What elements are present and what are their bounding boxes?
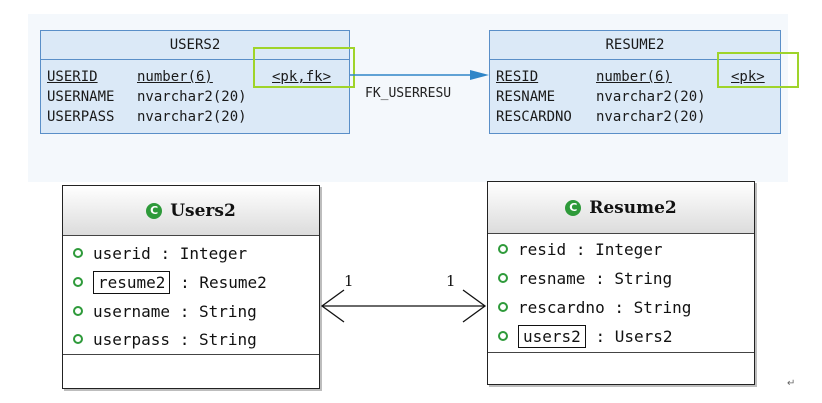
class-c-icon: C: [146, 202, 163, 219]
field-bullet-icon: [498, 301, 508, 312]
er-column-name: RESID: [496, 69, 539, 85]
uml-attribute[interactable]: username : String: [73, 300, 257, 324]
key-highlight-box: [717, 52, 799, 88]
attribute-name: userid: [93, 244, 151, 263]
er-column-type: number(6): [137, 69, 213, 85]
paragraph-mark-icon: ↵: [787, 378, 796, 389]
er-column-key: <pk>: [731, 69, 765, 85]
attribute-type: String: [198, 302, 257, 321]
attribute-separator: :: [595, 269, 605, 288]
attribute-separator: :: [179, 330, 190, 349]
attribute-separator: :: [595, 327, 606, 346]
er-table-title: USERS2: [41, 31, 349, 60]
uml-attribute[interactable]: userid : Integer: [73, 242, 247, 266]
attribute-name: resid: [518, 240, 567, 259]
er-column-name: USERID: [47, 69, 98, 85]
uml-class-users2[interactable]: C Users2 userid : Integer resume2 : Resu…: [62, 185, 320, 389]
attribute-type: Resume2: [199, 273, 267, 292]
attribute-name-boxed: users2: [518, 325, 586, 348]
uml-attribute[interactable]: rescardno : String: [498, 296, 691, 320]
right-multiplicity: 1: [446, 272, 456, 290]
uml-class-resume2[interactable]: C Resume2 resid : Integer resname : Stri…: [487, 181, 755, 385]
er-column-type: nvarchar2(20): [596, 89, 706, 105]
er-column-type: nvarchar2(20): [596, 109, 706, 125]
uml-class-name: Resume2: [589, 197, 677, 218]
attribute-type: Users2: [614, 327, 673, 346]
attribute-name: username: [93, 302, 171, 321]
attribute-separator: :: [160, 244, 171, 263]
attribute-type: String: [614, 269, 673, 288]
uml-method-list: [488, 353, 754, 384]
er-table-resume2[interactable]: RESUME2 RESID number(6) <pk> RESNAME nva…: [489, 30, 781, 134]
uml-attribute[interactable]: userpass : String: [73, 328, 257, 352]
class-c-icon: C: [565, 199, 582, 216]
attribute-name: rescardno: [518, 298, 605, 317]
er-column-name: RESNAME: [496, 89, 556, 105]
attribute-separator: :: [179, 302, 190, 321]
uml-attribute-list: resid : Integer resname : String rescard…: [488, 234, 754, 353]
er-table-title: RESUME2: [490, 31, 780, 60]
field-bullet-icon: [498, 330, 508, 341]
er-column-type: nvarchar2(20): [137, 109, 247, 125]
attribute-name-boxed: resume2: [93, 271, 171, 294]
uml-class-header: C Users2: [63, 186, 319, 236]
er-column-key: <pk,fk>: [272, 69, 332, 85]
uml-class-name: Users2: [170, 200, 236, 221]
er-column-name: RESCARDNO: [496, 109, 572, 125]
uml-attribute[interactable]: users2 : Users2: [498, 325, 673, 349]
uml-method-list: [63, 355, 319, 388]
field-bullet-icon: [73, 247, 83, 258]
attribute-type: String: [633, 298, 692, 317]
uml-attribute[interactable]: resid : Integer: [498, 238, 663, 262]
uml-class-header: C Resume2: [488, 182, 754, 234]
er-column-name: USERNAME: [47, 89, 115, 105]
uml-attribute[interactable]: resname : String: [498, 267, 672, 291]
uml-attribute-list: userid : Integer resume2 : Resume2 usern…: [63, 236, 319, 355]
attribute-name: userpass: [93, 330, 171, 349]
field-bullet-icon: [73, 305, 83, 316]
attribute-separator: :: [614, 298, 624, 317]
field-bullet-icon: [73, 333, 83, 344]
er-column-name: USERPASS: [47, 109, 115, 125]
er-column-type: number(6): [596, 69, 672, 85]
fk-relationship-label: FK_USERRESU: [365, 86, 452, 101]
attribute-separator: :: [575, 240, 586, 259]
attribute-name: resname: [518, 269, 586, 288]
attribute-type: String: [198, 330, 257, 349]
attribute-type: Integer: [179, 244, 248, 263]
uml-attribute[interactable]: resume2 : Resume2: [73, 271, 267, 295]
field-bullet-icon: [498, 272, 508, 283]
field-bullet-icon: [73, 276, 83, 287]
key-highlight-box: [253, 47, 355, 88]
attribute-type: Integer: [595, 240, 663, 259]
left-multiplicity: 1: [344, 272, 354, 290]
er-column-type: nvarchar2(20): [137, 89, 247, 105]
field-bullet-icon: [498, 243, 508, 254]
attribute-separator: :: [180, 273, 190, 292]
